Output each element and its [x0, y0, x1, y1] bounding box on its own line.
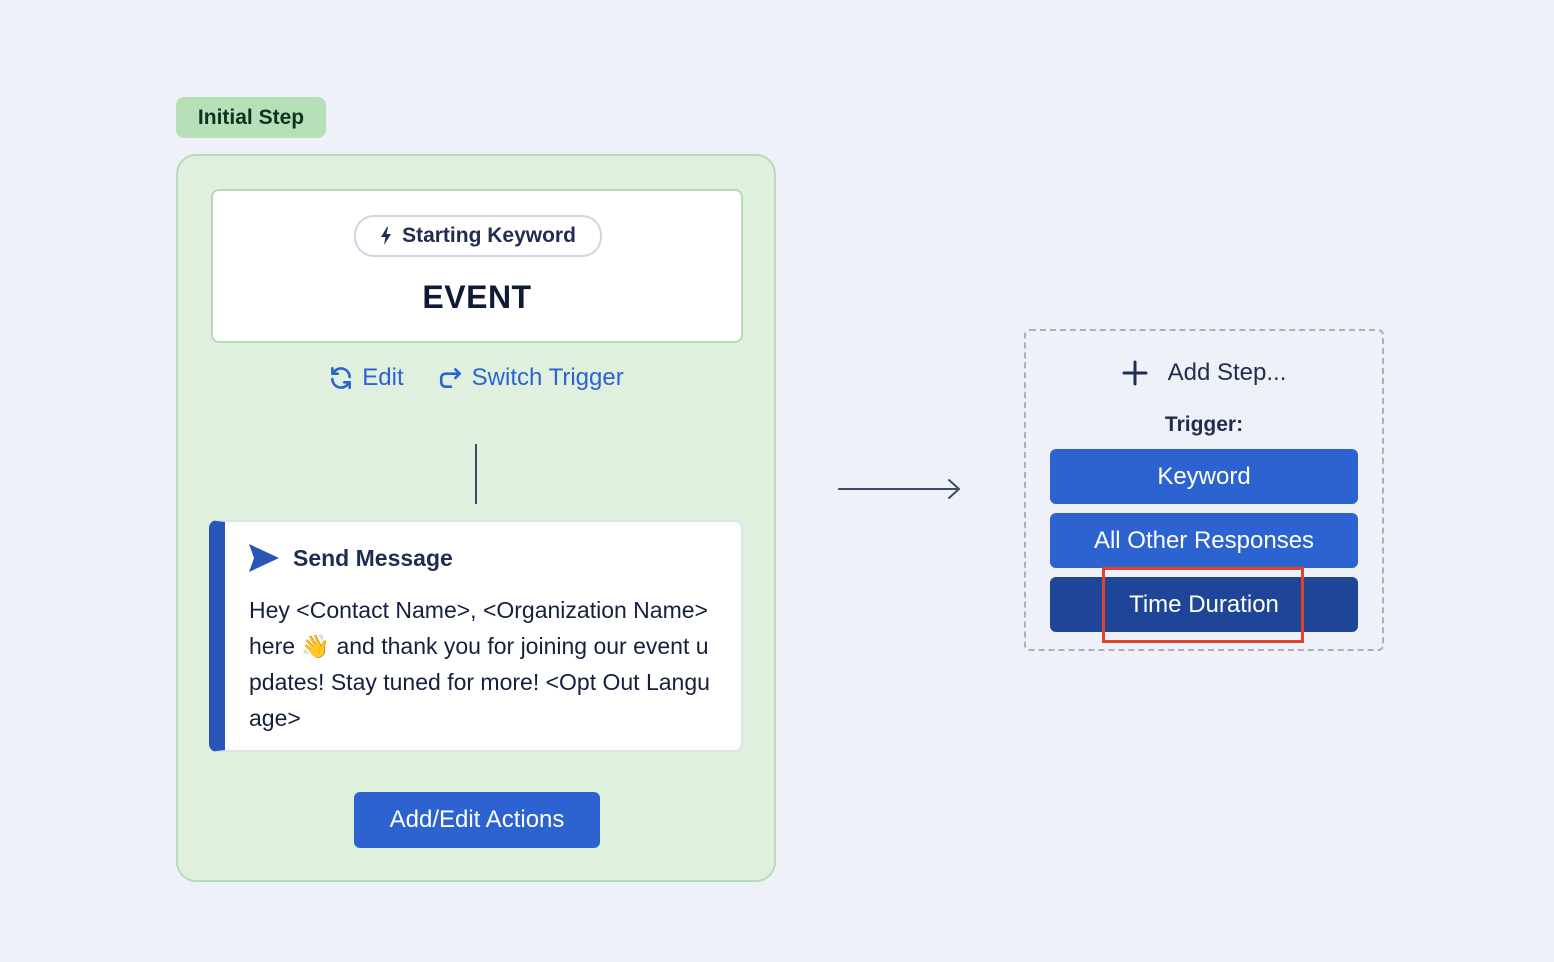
starting-keyword-pill: Starting Keyword — [354, 215, 602, 257]
send-message-title: Send Message — [293, 544, 453, 571]
plus-icon — [1122, 360, 1148, 386]
initial-step-card: Starting Keyword EVENT Edit — [176, 154, 776, 882]
add-step-title: Add Step... — [1167, 359, 1287, 386]
add-edit-actions-button[interactable]: Add/Edit Actions — [354, 792, 600, 848]
lightning-bolt-icon — [380, 227, 392, 245]
time-duration-button[interactable]: Time Duration — [1050, 577, 1358, 632]
switch-trigger-link[interactable]: Switch Trigger — [438, 364, 624, 392]
trigger-heading: Trigger: — [1164, 413, 1244, 436]
initial-step-badge: Initial Step — [176, 97, 326, 138]
trigger-actions-row: Edit Switch Trigger — [178, 364, 774, 392]
add-step-header[interactable]: Add Step... — [1026, 359, 1382, 387]
switch-arrow-icon — [438, 366, 464, 390]
switch-trigger-label: Switch Trigger — [471, 364, 624, 391]
send-message-card[interactable]: Send Message Hey <Contact Name>, <Organi… — [209, 520, 743, 752]
message-body-text: Hey <Contact Name>, <Organization Name> … — [249, 597, 710, 731]
all-other-responses-button[interactable]: All Other Responses — [1050, 513, 1358, 568]
flow-arrow-icon — [838, 476, 964, 507]
connector-line — [475, 444, 477, 504]
send-icon — [249, 544, 279, 572]
trigger-keyword-value: EVENT — [422, 279, 532, 315]
starting-keyword-label: Starting Keyword — [402, 224, 576, 247]
add-step-panel: Add Step... Trigger: Keyword All Other R… — [1024, 329, 1384, 651]
edit-link[interactable]: Edit — [328, 364, 404, 392]
keyword-trigger-button[interactable]: Keyword — [1050, 449, 1358, 504]
refresh-icon — [328, 365, 354, 391]
trigger-box[interactable]: Starting Keyword EVENT — [211, 189, 743, 343]
edit-label: Edit — [362, 364, 404, 391]
send-message-header: Send Message — [249, 544, 453, 572]
